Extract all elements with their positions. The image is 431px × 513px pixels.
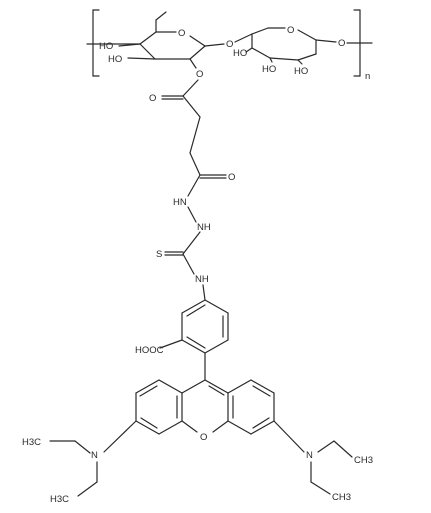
xanthene-core — [135, 379, 275, 435]
bond-ester-1 — [189, 58, 197, 69]
glycosidic-oxygen: O — [226, 39, 233, 50]
methyl-label-br: CH3 — [332, 492, 351, 503]
methyl-label-tr: CH3 — [354, 455, 373, 466]
hydroxyl-label-2: HO — [108, 54, 122, 65]
hydroxyl-label-3: HO — [233, 48, 247, 59]
xanthene-oxygen: O — [200, 432, 207, 443]
terminal-oxygen: O — [338, 38, 345, 49]
hydroxyl-label-4: HO — [262, 64, 276, 75]
bond-ester-2 — [182, 79, 199, 97]
keto-oxygen-1: O — [149, 93, 156, 104]
bond-hn-nh — [187, 206, 197, 223]
bond-c-nh2 — [182, 253, 195, 275]
ethyl-tr-1 — [317, 440, 335, 453]
bond-n-right — [273, 420, 305, 453]
methyl-label-tl: H3C — [22, 437, 41, 448]
bond-hn-1 — [187, 174, 201, 197]
ring-oxygen-2: O — [287, 25, 294, 36]
benzoic-ring — [181, 299, 229, 354]
hydroxyl-label-1: HO — [99, 41, 113, 52]
nh-label-2: NH — [195, 274, 209, 285]
hydroxyl-label-5: HO — [294, 66, 308, 77]
bond-ho5 — [297, 59, 303, 65]
bond-glyco-b — [234, 33, 253, 43]
bond-chain-3 — [189, 152, 201, 176]
sugar-ring-2 — [251, 27, 337, 61]
bond-nh2-ring — [202, 284, 206, 301]
ethyl-tr-2 — [333, 440, 353, 458]
nh-label-1: NH — [197, 222, 211, 233]
methyl-label-bl: H3C — [50, 494, 69, 505]
bond-nh-c — [182, 231, 201, 255]
bond-chain-2 — [189, 116, 201, 154]
bond-ho1 — [118, 43, 141, 47]
ethyl-bl-2 — [77, 481, 98, 497]
ethyl-tl-1 — [74, 440, 91, 454]
hn-label-1: HN — [173, 197, 187, 208]
ester-oxygen: O — [196, 69, 203, 80]
keto-oxygen-2: O — [228, 172, 235, 183]
ethyl-br-2 — [310, 481, 331, 495]
carboxyl-label: HOOC — [135, 345, 164, 356]
bond-ho3 — [245, 47, 253, 53]
bond-n-left — [103, 420, 137, 453]
bond-cooh — [159, 339, 183, 349]
n-label-left: N — [91, 450, 98, 461]
repeat-bracket-left — [92, 9, 100, 77]
bond-ho2 — [127, 57, 156, 60]
sugar-ring-1 — [86, 11, 206, 60]
ring-oxygen-1: O — [178, 28, 185, 39]
bond-ho4 — [269, 57, 273, 63]
n-label-right: N — [306, 450, 313, 461]
bond-chain-1 — [182, 95, 201, 118]
sulfur-label: S — [156, 249, 162, 260]
bond-glyco-a — [204, 43, 225, 47]
repeat-subscript-n: n — [365, 71, 370, 82]
